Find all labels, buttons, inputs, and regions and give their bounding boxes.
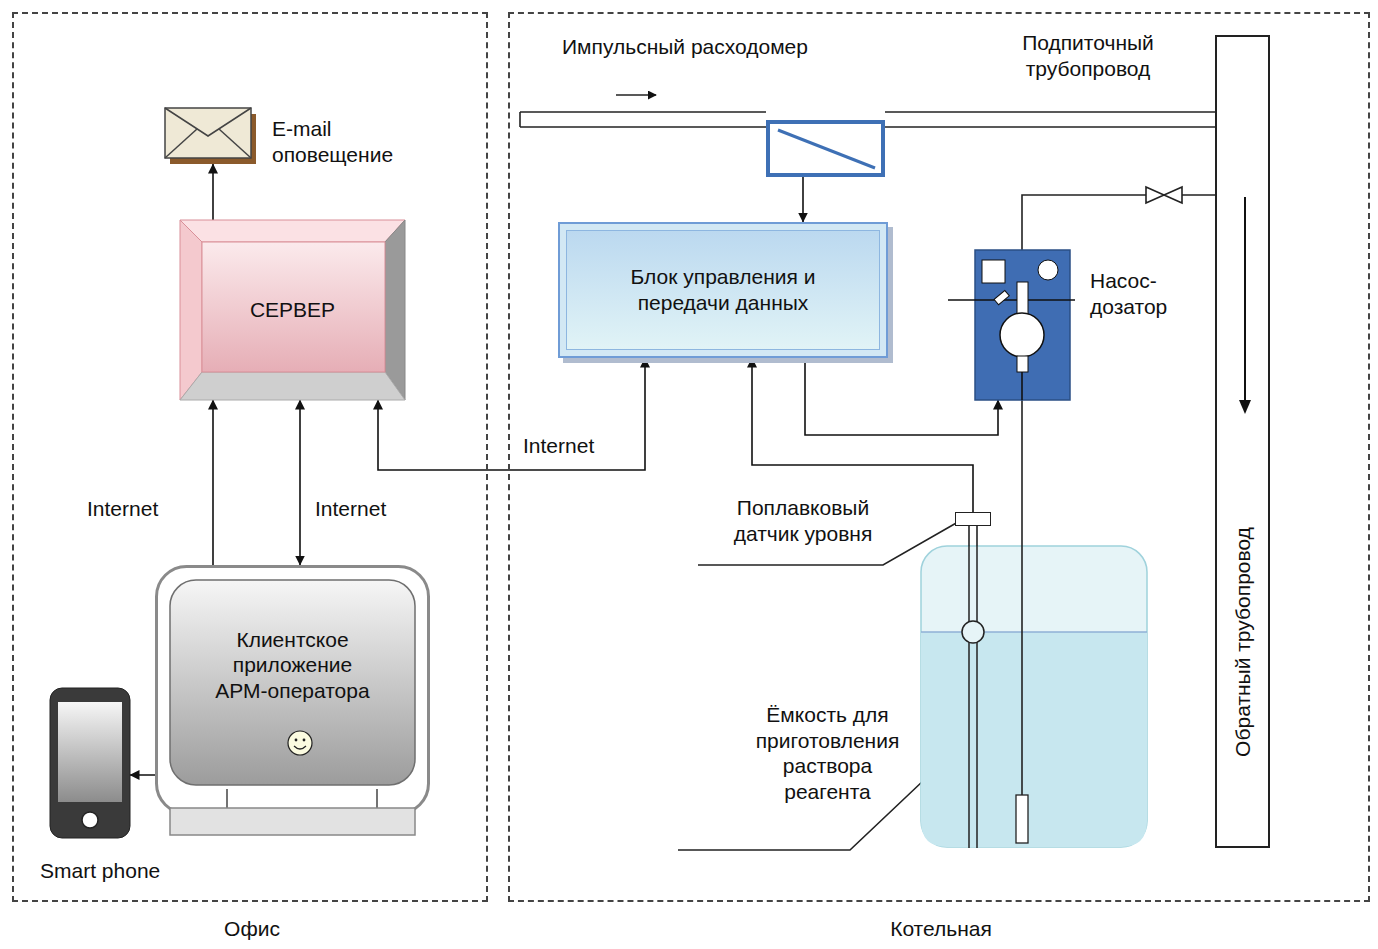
float-rod	[976, 526, 978, 546]
node-text: Обратный трубопровод	[1230, 527, 1256, 757]
text-holder: Офис	[14, 916, 490, 942]
text-holder: Насос-дозатор	[1090, 268, 1210, 319]
email-drawing	[165, 108, 257, 164]
tank-drawing	[920, 545, 1148, 848]
dosing-pipe	[1021, 400, 1023, 545]
pipe-label: Подпиточный трубопровод	[988, 30, 1188, 81]
connection-label: Internet	[312, 496, 389, 522]
smartphone-icon: Smart phone	[50, 688, 130, 838]
makeup-pipe-end	[519, 112, 521, 127]
connector-arrow	[212, 164, 214, 220]
server-box: СЕРВЕР	[180, 220, 405, 400]
text-holder: Котельная	[510, 916, 1372, 942]
node-text: Ёмкость для приготовления раствора реаге…	[740, 702, 915, 804]
email-icon: E-mail оповещение	[165, 108, 257, 164]
text-holder: Блок управления и передачи данных	[560, 224, 886, 356]
return-pipeline: Обратный трубопровод	[1215, 35, 1270, 848]
makeup-pipe-wall	[520, 126, 766, 128]
text-holder: СЕРВЕР	[180, 220, 405, 400]
dosing-pipe	[1022, 195, 1215, 250]
connector-arrow	[378, 358, 645, 470]
control-unit-box: Блок управления и передачи данных	[558, 222, 888, 358]
text-holder: Клиентское приложение АРМ-оператора	[170, 595, 415, 735]
dosing-pump: Насос-дозатор	[975, 250, 1070, 400]
node-text: E-mail оповещение	[272, 116, 432, 167]
node-text: Блок управления и передачи данных	[608, 264, 838, 315]
boiler-room-region: КотельнаяИмпульсный расходомерБлок управ…	[508, 12, 1370, 902]
text-holder: E-mail оповещение	[272, 116, 432, 167]
node-text: СЕРВЕР	[250, 297, 335, 323]
flow-arrow	[616, 94, 656, 96]
float-rod	[968, 526, 970, 546]
operator-workstation: Клиентское приложение АРМ-оператора	[155, 565, 430, 837]
float-level-sensor: Поплавковый датчик уровня	[955, 512, 991, 526]
phone-drawing	[50, 688, 130, 838]
text-holder: Smart phone	[40, 858, 210, 884]
text-holder: Импульсный расходомер	[562, 34, 862, 60]
node-text: Клиентское приложение АРМ-оператора	[213, 627, 373, 704]
connector-arrow	[299, 400, 301, 565]
valve-symbol	[1146, 187, 1182, 203]
node-text: Поплавковый датчик уровня	[713, 495, 893, 546]
connection-label: Internet	[84, 496, 161, 522]
text-holder: Поплавковый датчик уровня	[713, 495, 893, 546]
text-holder: Обратный трубопровод	[1230, 527, 1256, 757]
node-text: Smart phone	[40, 858, 210, 884]
office-region: ОфисE-mail оповещениеСЕРВЕРSmart phoneКл…	[12, 12, 488, 902]
pump-drawing	[975, 250, 1070, 400]
flowmeter-symbol: Импульсный расходомер	[766, 120, 885, 177]
makeup-pipe-wall	[520, 111, 766, 113]
connector-arrow	[805, 358, 998, 435]
connector-arrow	[802, 177, 804, 222]
node-text: Котельная	[510, 916, 1372, 942]
node-text: Импульсный расходомер	[562, 34, 862, 60]
makeup-pipe-wall	[885, 111, 1215, 113]
makeup-pipe-wall	[885, 126, 1215, 128]
reagent-tank: Ёмкость для приготовления раствора реаге…	[920, 545, 1148, 848]
connection-label: Internet	[520, 433, 597, 459]
meter-drawing	[770, 124, 889, 181]
node-text: Насос-дозатор	[1090, 268, 1210, 319]
node-text: Офис	[14, 916, 490, 942]
text-holder: Ёмкость для приготовления раствора реаге…	[740, 702, 915, 804]
